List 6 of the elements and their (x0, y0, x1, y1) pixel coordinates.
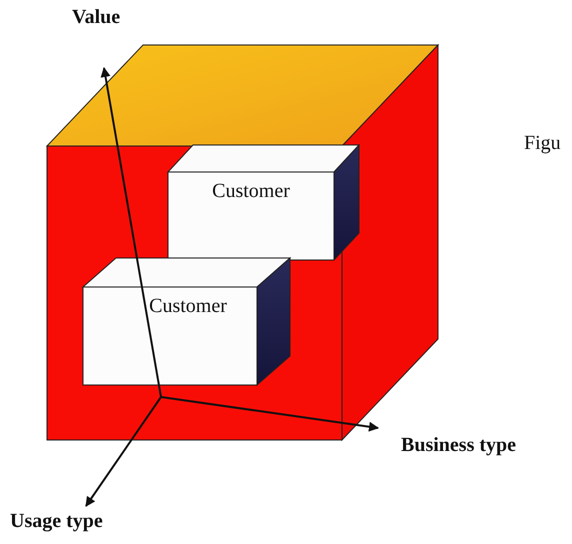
block-label: Customer (148, 295, 228, 318)
axis-label: Business type (401, 434, 516, 457)
axis-label: Value (72, 6, 120, 29)
axis-label: Usage type (10, 510, 103, 533)
caption-fragment: Figu (524, 132, 561, 155)
block-label: Customer (211, 180, 291, 203)
